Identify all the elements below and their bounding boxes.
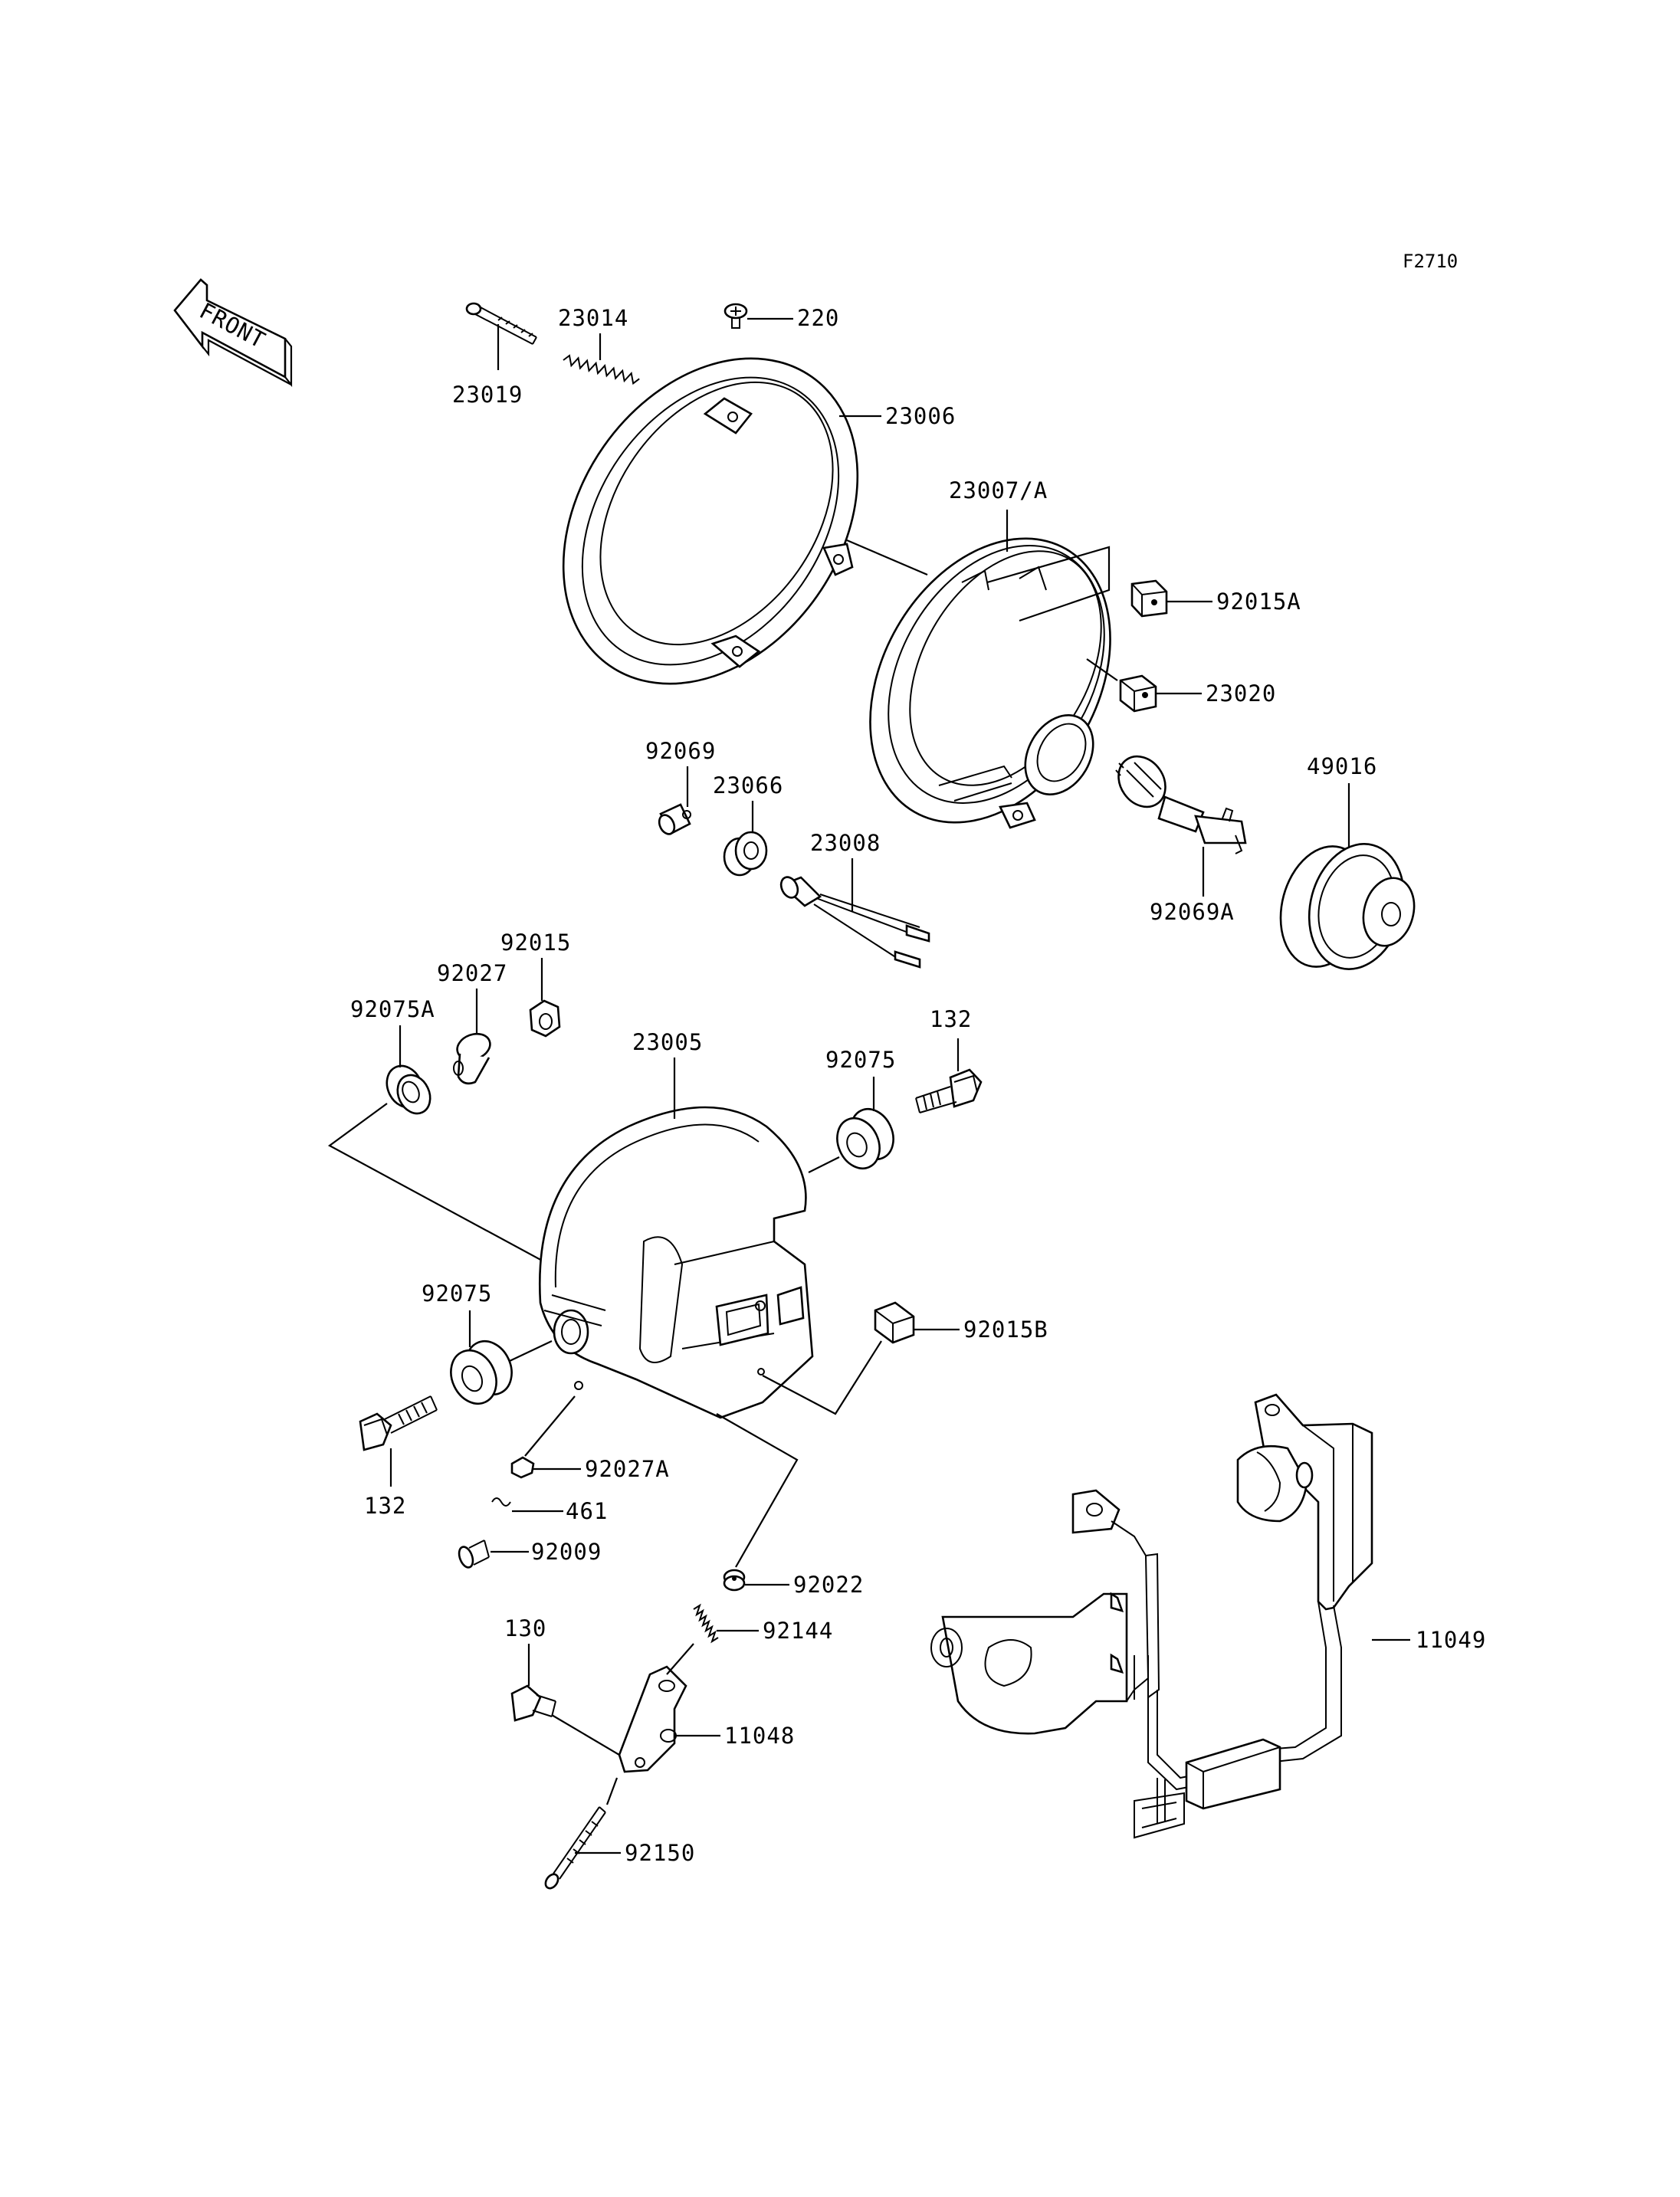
- label-92069A: 92069A: [1150, 899, 1235, 925]
- part-132-bolt-upper: [915, 1068, 983, 1113]
- part-92069A-headlamp-bulb: [1115, 755, 1247, 854]
- label-92069: 92069: [645, 738, 716, 764]
- label-461: 461: [566, 1498, 608, 1524]
- label-92015B: 92015B: [963, 1317, 1048, 1343]
- part-23008-socket: [779, 876, 930, 969]
- part-92009-screw: [458, 1540, 490, 1569]
- part-11048-bracket: [618, 1665, 687, 1773]
- label-92015A: 92015A: [1216, 589, 1301, 615]
- label-92009: 92009: [531, 1539, 602, 1565]
- part-92015B-nut: [874, 1301, 915, 1344]
- part-130-bolt: [510, 1684, 556, 1722]
- part-92022-washer: [723, 1569, 746, 1592]
- label-23014: 23014: [558, 305, 628, 331]
- label-23008: 23008: [810, 830, 881, 856]
- label-23007A: 23007/A: [949, 477, 1048, 503]
- part-23006-rim: [562, 357, 859, 685]
- label-49016: 49016: [1307, 753, 1377, 779]
- part-92144-spring: [693, 1603, 719, 1644]
- label-23066: 23066: [713, 772, 783, 798]
- part-92075-grommet-lower: [450, 1340, 513, 1405]
- label-92027A: 92027A: [585, 1456, 670, 1482]
- front-arrow-icon: FRONT: [173, 278, 293, 388]
- part-23014-spring: [563, 354, 640, 385]
- part-92027A-collar: [510, 1456, 535, 1479]
- part-92069-bulb: [658, 803, 691, 835]
- part-92027-collar: [453, 1032, 491, 1085]
- part-23020-nut: [1119, 674, 1157, 713]
- part-92150-screw: [544, 1806, 606, 1890]
- label-92144: 92144: [763, 1618, 833, 1644]
- label-92150: 92150: [625, 1840, 695, 1866]
- label-132-lower: 132: [364, 1493, 406, 1519]
- label-23006: 23006: [885, 403, 956, 429]
- label-220: 220: [797, 305, 839, 331]
- label-23005: 23005: [632, 1029, 703, 1055]
- label-92015: 92015: [500, 930, 571, 956]
- part-220-screw: [724, 303, 748, 329]
- label-92022: 92022: [793, 1572, 864, 1598]
- label-11049: 11049: [1416, 1627, 1486, 1653]
- part-92015-nut: [529, 999, 561, 1038]
- part-23005-housing: [539, 1106, 814, 1419]
- part-23019-bolt: [465, 302, 537, 345]
- part-92075-grommet-upper: [836, 1107, 894, 1170]
- label-130: 130: [504, 1615, 546, 1641]
- part-49016-dust-cover: [1279, 843, 1416, 970]
- label-23019: 23019: [452, 382, 523, 408]
- label-23020: 23020: [1206, 680, 1276, 707]
- label-132-upper: 132: [930, 1006, 972, 1032]
- label-92027: 92027: [437, 960, 507, 986]
- label-11048: 11048: [724, 1723, 795, 1749]
- part-461-clip: [491, 1497, 511, 1507]
- figure-code: F2710: [1403, 251, 1458, 272]
- part-132-bolt-lower: [359, 1395, 438, 1451]
- label-92075A: 92075A: [350, 996, 435, 1022]
- label-92075-upper: 92075: [825, 1047, 896, 1073]
- label-92075-lower: 92075: [422, 1280, 492, 1307]
- part-92015A-nut: [1130, 579, 1168, 618]
- part-92075A-grommet: [386, 1064, 431, 1115]
- part-23066-grommet: [723, 831, 768, 877]
- part-11049-bracket-assembly: [930, 1393, 1373, 1839]
